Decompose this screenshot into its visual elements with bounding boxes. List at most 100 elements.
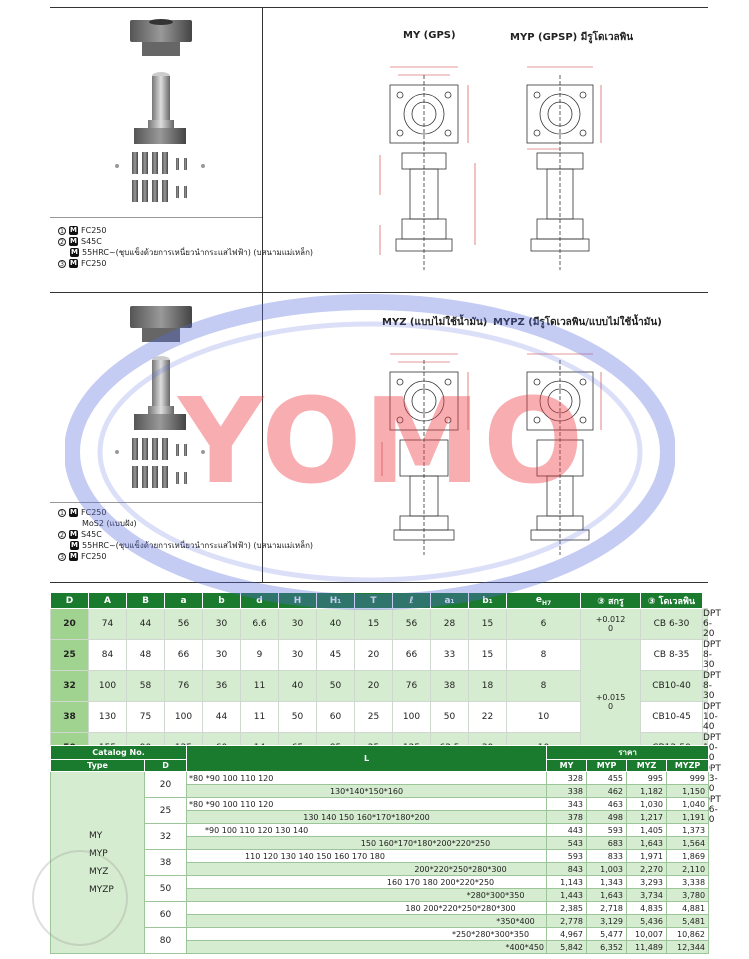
watermark-stamp bbox=[32, 850, 128, 946]
type-header: Type bbox=[50, 759, 145, 772]
price-cell: 6,352 bbox=[586, 940, 628, 954]
price-cell: 843 bbox=[546, 862, 588, 876]
material-grade: FC250 bbox=[81, 226, 107, 235]
spec-header-cell: a₁ bbox=[430, 592, 469, 609]
drawing-myp bbox=[526, 66, 602, 270]
price-cell: 1,003 bbox=[586, 862, 628, 876]
drawing-myz bbox=[381, 353, 469, 555]
price-cell: 343 bbox=[546, 797, 588, 811]
length-options-cell: *250*280*300*350 bbox=[186, 927, 548, 941]
material-grade: S45C bbox=[81, 237, 102, 246]
spec-cell: 50 bbox=[278, 701, 317, 733]
spec-header-cell: a bbox=[164, 592, 203, 609]
spec-cell: 28 bbox=[430, 608, 469, 640]
spec-header-cell: b₁ bbox=[468, 592, 507, 609]
spec-cell: 30 bbox=[202, 608, 241, 640]
part-number-icon: 1 bbox=[58, 226, 66, 235]
price-cell: 1,040 bbox=[666, 797, 710, 811]
spec-header-cell: H bbox=[278, 592, 317, 609]
price-d-cell: 32 bbox=[143, 823, 188, 850]
spec-cell: 36 bbox=[202, 670, 241, 702]
material-grade: 55HRC~(ชุบแข็งด้วยการเหนี่ยวนำกระแสไฟฟ้า… bbox=[82, 248, 314, 257]
length-options-cell: *400*450 bbox=[186, 940, 548, 954]
price-col-myzp: MYZP bbox=[666, 759, 710, 772]
material-grade: MoS2 (แบบฝัง) bbox=[82, 519, 137, 528]
spec-cell: 76 bbox=[392, 670, 431, 702]
price-cell: 1,405 bbox=[626, 823, 668, 837]
photo-caption-line-bottom bbox=[50, 502, 262, 503]
spec-header-cell: ③ สกรู bbox=[580, 592, 641, 609]
price-cell: 462 bbox=[586, 784, 628, 798]
price-cell: 3,293 bbox=[626, 875, 668, 889]
photo-caption-line-top bbox=[50, 217, 262, 218]
spec-cell: 76 bbox=[164, 670, 203, 702]
spec-header-cell: d bbox=[240, 592, 279, 609]
price-col-my: MY bbox=[546, 759, 588, 772]
material-grade: FC250 bbox=[81, 508, 107, 517]
bottom-material-item: MoS2 (แบบฝัง) bbox=[58, 518, 313, 529]
price-cell: 11,489 bbox=[626, 940, 668, 954]
spec-cell: 56 bbox=[164, 608, 203, 640]
spec-cell: 48 bbox=[126, 639, 165, 671]
spec-header-cell: ③ โดเวลพิน bbox=[640, 592, 703, 609]
spec-cell: 60 bbox=[316, 701, 355, 733]
length-options-cell: 110 120 130 140 150 160 170 180 bbox=[186, 849, 548, 863]
spec-cell: 30 bbox=[278, 639, 317, 671]
watermark-text: YOMO bbox=[178, 372, 586, 510]
price-cell: 3,338 bbox=[666, 875, 710, 889]
drawing-title-myz: MYZ (แบบไม่ใช้น้ำมัน) bbox=[382, 317, 488, 328]
length-options-cell: *80 *90 100 110 120 bbox=[186, 797, 548, 811]
length-options-cell: 150 160*170*180*200*220*250 bbox=[186, 836, 548, 850]
length-options-cell: *80 *90 100 110 120 bbox=[186, 771, 548, 785]
spec-cell: 8 bbox=[506, 670, 581, 702]
price-cell: 1,143 bbox=[546, 875, 588, 889]
price-cell: 5,477 bbox=[586, 927, 628, 941]
material-icon: M bbox=[70, 248, 79, 257]
price-cell: 1,643 bbox=[586, 888, 628, 902]
spec-cell: 100 bbox=[88, 670, 127, 702]
spec-cell: 15 bbox=[468, 639, 507, 671]
panel-divider bbox=[262, 7, 263, 582]
length-options-cell: 130*140*150*160 bbox=[186, 784, 548, 798]
price-d-cell: 80 bbox=[143, 927, 188, 954]
price-cell: 10,007 bbox=[626, 927, 668, 941]
guide-post bbox=[134, 72, 186, 144]
spec-cell: 44 bbox=[126, 608, 165, 640]
spec-cell: 10 bbox=[506, 701, 581, 733]
price-cell: 443 bbox=[546, 823, 588, 837]
price-cell: 1,869 bbox=[666, 849, 710, 863]
price-cell: 4,835 bbox=[626, 901, 668, 915]
material-grade: S45C bbox=[81, 530, 102, 539]
price-cell: 683 bbox=[586, 836, 628, 850]
length-options-cell: 180 200*220*250*280*300 bbox=[186, 901, 548, 915]
material-icon: M bbox=[69, 530, 78, 539]
price-cell: 498 bbox=[586, 810, 628, 824]
spec-d-cell: 20 bbox=[50, 608, 89, 640]
spec-cell: 75 bbox=[126, 701, 165, 733]
d-header: D bbox=[143, 759, 188, 772]
price-header: ราคา bbox=[546, 745, 710, 760]
product-photo-bottom bbox=[115, 306, 205, 488]
price-cell: 1,443 bbox=[546, 888, 588, 902]
product-photo-top bbox=[115, 19, 205, 202]
spec-cell: 30 bbox=[278, 608, 317, 640]
spec-cell: 6.6 bbox=[240, 608, 279, 640]
material-icon: M bbox=[69, 259, 78, 268]
length-options-cell: *350*400 bbox=[186, 914, 548, 928]
spec-cell: CB 6-30 bbox=[640, 608, 703, 640]
